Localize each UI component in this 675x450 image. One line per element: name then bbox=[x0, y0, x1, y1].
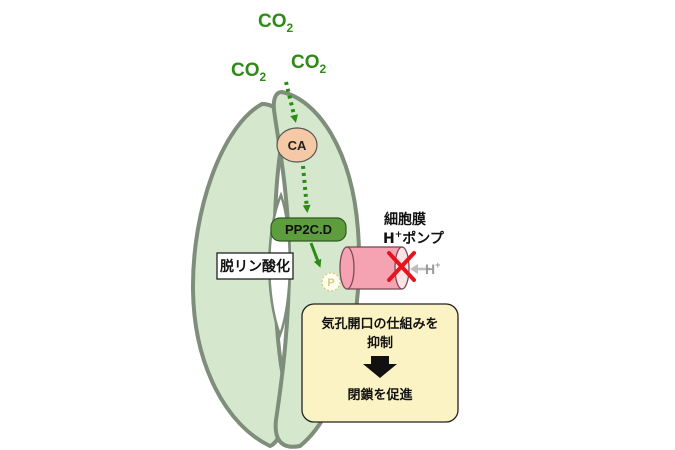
co2-label-top: CO2 bbox=[258, 11, 294, 35]
dephosphorylation-label: 脱リン酸化 bbox=[220, 258, 290, 275]
result-text-line1: 気孔開口の仕組みを bbox=[321, 316, 438, 332]
pp2cd-label: PP2C.D bbox=[285, 222, 332, 237]
down-arrow-icon bbox=[363, 356, 397, 378]
phosphate-circle bbox=[321, 272, 341, 292]
dephosphorylation-box bbox=[216, 252, 294, 280]
h-ion-arrowhead bbox=[410, 264, 418, 274]
membrane-label: 細胞膜 bbox=[384, 211, 426, 228]
arrow-ca-to-pp2cd bbox=[301, 165, 311, 213]
arrow-pp2cd-to-pump bbox=[309, 242, 322, 268]
h-ion-label: H+ bbox=[425, 260, 440, 277]
pp2cd-box bbox=[270, 217, 347, 242]
h-pump-body bbox=[346, 246, 403, 290]
ca-label: CA bbox=[288, 138, 307, 153]
result-text-line2: 抑制 bbox=[367, 335, 393, 351]
pump-label: H+ポンプ bbox=[383, 230, 445, 247]
co2-label-right: CO2 bbox=[291, 52, 327, 76]
ca-enzyme bbox=[276, 127, 318, 163]
h-pump-left-cap bbox=[339, 246, 355, 290]
result-text-line3: 閉鎖を促進 bbox=[347, 387, 412, 403]
phosphate-label: P bbox=[327, 277, 334, 289]
block-x-icon bbox=[387, 251, 416, 282]
co2-label-left: CO2 bbox=[231, 60, 267, 84]
